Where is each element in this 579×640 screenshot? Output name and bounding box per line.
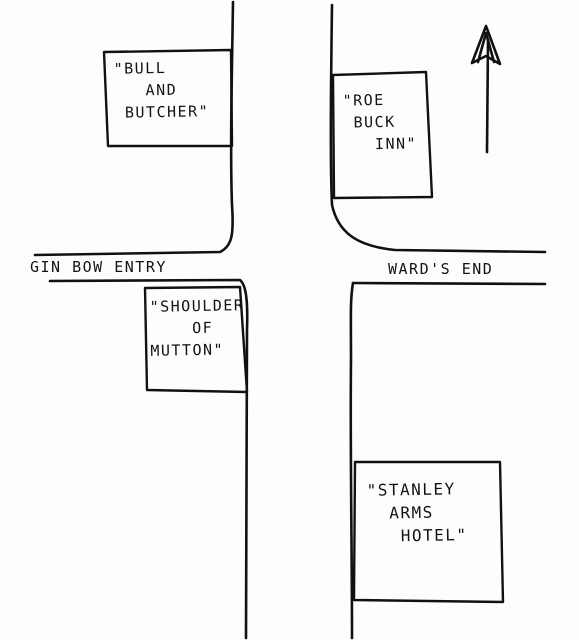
shoulder-of-mutton-box (143, 285, 249, 394)
bull-and-butcher-box (102, 48, 234, 148)
road-edge-northeast (329, 3, 547, 254)
stanley-arms-hotel-label: "STANLEY ARMS HOTEL" (366, 479, 468, 547)
stanley-arms-hotel-box (352, 460, 505, 604)
road-edge-northwest (33, 0, 235, 257)
roe-buck-inn-box (331, 70, 434, 200)
north-arrow-icon (470, 24, 502, 154)
road-edge-wards-end (351, 281, 547, 286)
bull-and-butcher-label: "BULL AND BUTCHER" (113, 58, 210, 122)
roe-buck-inn-label: "ROE BUCK INN" (342, 90, 418, 154)
shoulder-of-mutton-label: "SHOULDER OF MUTTON" (149, 296, 245, 360)
road-edge-east-south (349, 281, 355, 640)
gin-bow-entry-street-label: GIN BOW ENTRY (30, 258, 167, 276)
wards-end-street-label: WARD'S END (388, 260, 494, 278)
